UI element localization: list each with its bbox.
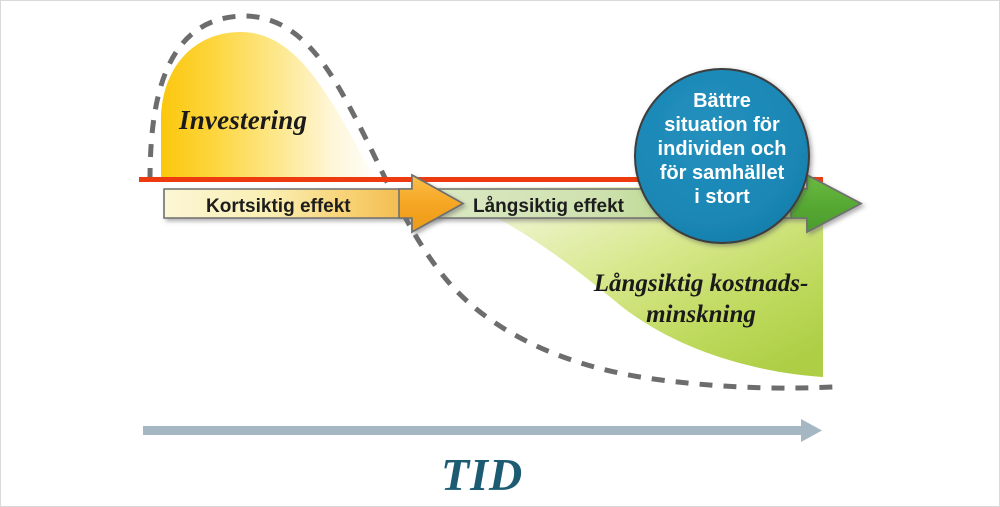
callout-circle[interactable] — [634, 68, 810, 244]
investment-region — [161, 32, 375, 180]
short-term-effect-bar[interactable] — [163, 173, 465, 234]
time-axis-arrow — [143, 419, 822, 442]
cost-curve-dashed — [147, 13, 834, 391]
